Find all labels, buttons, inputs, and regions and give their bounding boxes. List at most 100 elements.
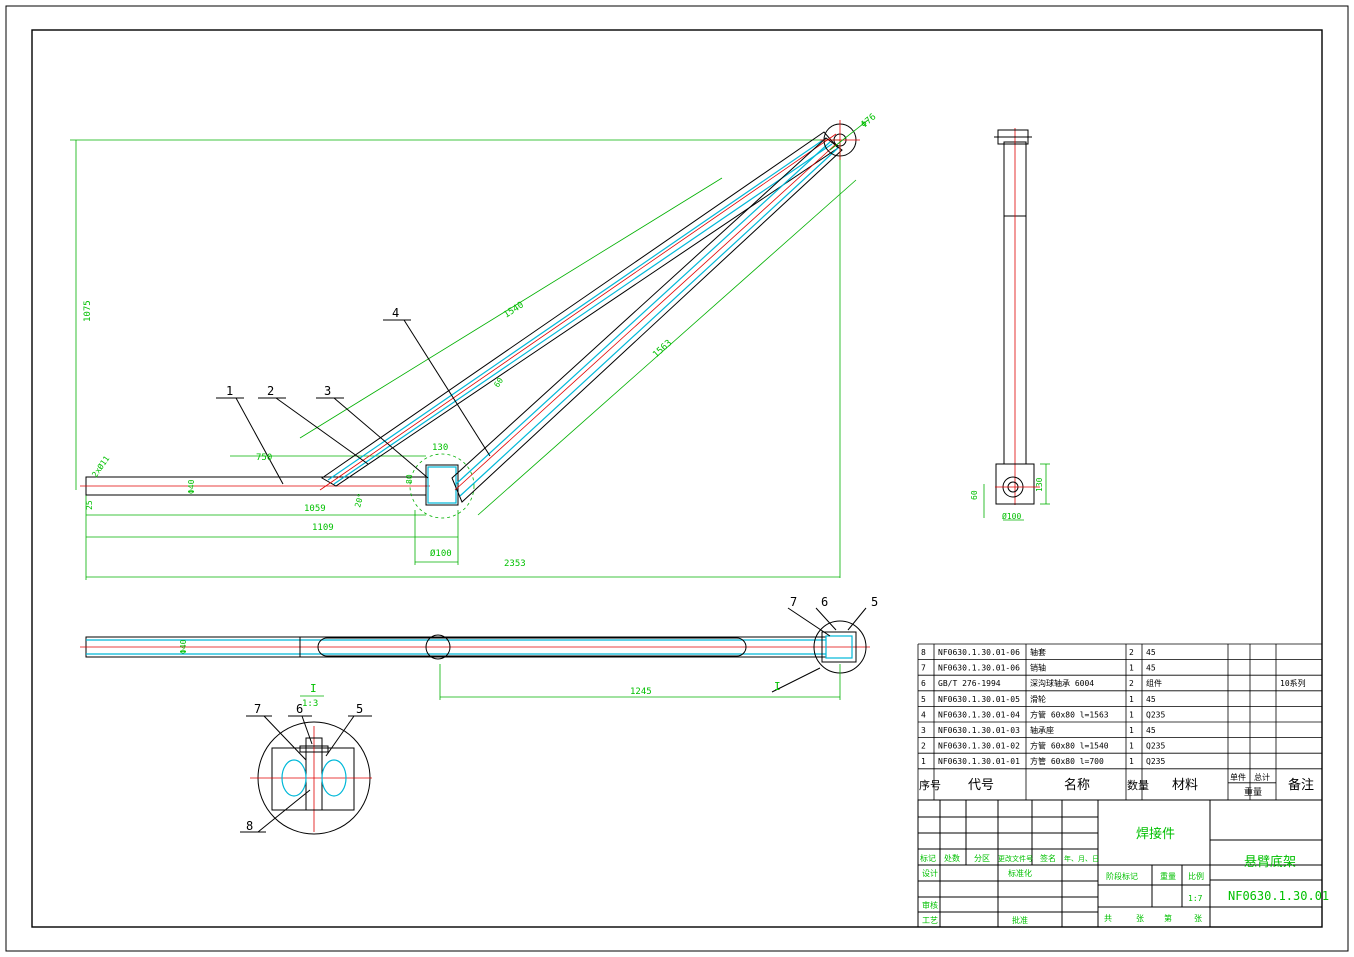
dim-60-diag: 60 [492,376,505,389]
tb-part-type: 焊接件 [1136,826,1175,842]
detail-view-I [240,715,372,835]
tb-approve: 批准 [1012,915,1028,925]
bom-row-code: NF0630.1.30.01-06 [938,648,1020,657]
bom-header-note: 备注 [1288,777,1314,793]
bom-row-material: 45 [1146,648,1156,657]
plan-view [80,607,870,700]
sheet-outer-border [5,5,1349,952]
detail-scale: 1:3 [302,699,318,709]
dim-1563: 1563 [651,338,674,360]
bom-row-code: NF0630.1.30.01-05 [938,695,1020,704]
tb-doc: 更改文件号 [998,854,1033,863]
bom-row-code: NF0630.1.30.01-02 [938,742,1020,751]
dim-80: 80 [405,474,414,484]
bom-row-qty: 1 [1129,726,1134,735]
bom-row-material: 组件 [1146,678,1162,688]
title-block [917,799,1323,928]
bom-row-material: 45 [1146,726,1156,735]
bom-row-name: 滑轮 [1030,694,1046,704]
dim-angle: 20° [353,492,365,508]
plan-balloon-6: 6 [821,595,828,609]
sheet-inner-border [31,29,1323,928]
detail-balloon-6: 6 [296,702,303,716]
front-view [70,119,869,580]
tb-count: 处数 [944,853,960,863]
bom-row-code: NF0630.1.30.01-04 [938,710,1020,719]
bom-row-code: NF0630.1.30.01-06 [938,664,1020,673]
plan-balloon-7: 7 [790,595,797,609]
bom-row-qty: 1 [1129,695,1134,704]
tb-standard: 标准化 [1008,868,1032,878]
tb-drawing-name: 悬臂底架 [1244,854,1296,870]
bom-row-code: NF0630.1.30.01-03 [938,726,1020,735]
bom-row-no: 4 [921,710,926,719]
bom-row-qty: 1 [1129,664,1134,673]
tb-process: 工艺 [922,916,938,925]
bom-header-unit: 单件 [1230,772,1246,782]
tb-scale: 比例 [1188,871,1204,881]
tb-date: 年、月、日 [1064,854,1099,863]
bom-row-qty: 2 [1129,648,1134,657]
tb-total: 共 [1104,914,1112,923]
bom-row-name: 方管 60x80 l=1563 [1030,709,1109,719]
side-dim-130: 130 [1035,477,1044,492]
dim-1075: 1075 [83,300,93,322]
side-dim-100: Ø100 [1002,511,1021,521]
bom-row-no: 2 [921,742,926,751]
dim-phi76: Φ76 [860,112,879,130]
bom-row-no: 7 [921,664,926,673]
balloon-2: 2 [267,384,274,398]
plan-dim-phi40: Φ40 [179,639,188,654]
tb-review: 审核 [922,900,938,910]
bom-row-no: 8 [921,648,926,657]
tb-mark: 标记 [920,853,936,863]
tb-nth: 第 [1164,913,1172,923]
tb-stage: 阶段标记 [1106,871,1138,881]
dim-1059: 1059 [304,504,326,514]
detail-label: I [310,682,317,695]
bom-row-no: 5 [921,695,926,704]
bom-row-name: 方管 60x80 l=700 [1030,756,1104,766]
side-view [983,128,1050,521]
bom-row-no: 3 [921,726,926,735]
bom-row-name: 销轴 [1030,663,1046,673]
bom-header-weight: 重量 [1244,786,1262,798]
tb-weight: 重量 [1160,871,1176,881]
tb-zone: 分区 [974,854,990,863]
plan-balloon-5: 5 [871,595,878,609]
dim-d100: Ø100 [430,548,452,559]
detail-balloon-7: 7 [254,702,261,716]
tb-sheet: 张 [1194,914,1202,923]
plan-dim-1245: 1245 [630,687,652,697]
bom-row-no: 1 [921,757,926,766]
bom-header-material: 材料 [1172,778,1198,793]
bom-row-no: 6 [921,679,926,688]
dim-1109: 1109 [312,523,334,533]
bom-row-material: Q235 [1146,742,1165,751]
bom-header-no: 序号 [919,778,941,792]
dim-phi40: Φ40 [187,479,196,494]
tb-drawing-no: NF0630.1.30.01 [1228,889,1329,903]
dim-1540: 1540 [502,300,526,320]
bom-row-name: 深沟球轴承 6004 [1030,678,1094,688]
tb-design: 设计 [922,868,938,878]
bom-row-note: 10系列 [1280,678,1306,688]
plan-detail-I: I [774,680,781,693]
bom-row-qty: 1 [1129,710,1134,719]
bom-row-code: NF0630.1.30.01-01 [938,757,1020,766]
bom-row-name: 轴承座 [1030,725,1054,735]
tb-sheets: 张 [1136,914,1144,923]
bom-row-material: Q235 [1146,710,1165,719]
bom-header-qty: 数量 [1127,779,1149,792]
bom-row-material: Q235 [1146,757,1165,766]
dim-130: 130 [432,443,448,453]
balloon-3: 3 [324,384,331,398]
dim-2x11: 2xØ11 [89,454,111,480]
balloon-4: 4 [392,306,399,320]
bom-row-qty: 1 [1129,757,1134,766]
tb-scale-value: 1:7 [1188,894,1203,903]
side-dim-60: 60 [970,490,979,500]
bom-row-code: GB/T 276-1994 [938,679,1001,688]
